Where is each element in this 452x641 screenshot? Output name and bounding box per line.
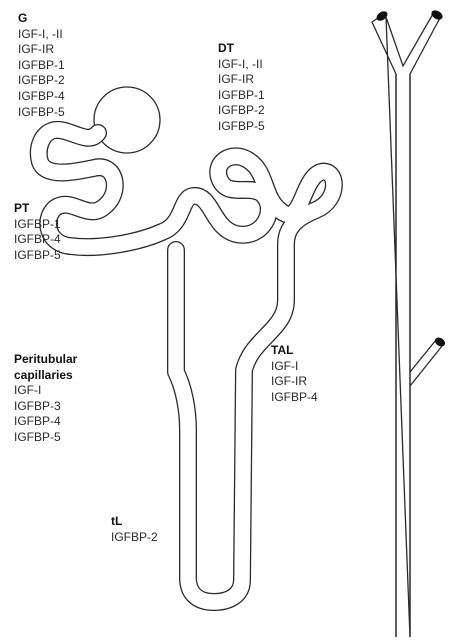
- segment-item: IGF-IR: [271, 374, 318, 390]
- segment-item: IGFBP-1: [14, 217, 61, 233]
- segment-item: IGFBP-4: [14, 414, 77, 430]
- segment-heading: PT: [14, 201, 61, 217]
- label-group-peritubular-capillaries: Peritubular capillaries IGF-I IGFBP-3 IG…: [14, 352, 77, 446]
- segment-item: IGFBP-5: [18, 105, 65, 121]
- label-group-pt: PT IGFBP-1 IGFBP-4 IGFBP-5: [14, 201, 61, 263]
- label-group-tl: tL IGFBP-2: [111, 514, 158, 545]
- segment-item: IGFBP-2: [111, 530, 158, 546]
- label-group-dt: DT IGF-I, -II IGF-IR IGFBP-1 IGFBP-2 IGF…: [218, 41, 265, 135]
- segment-item: IGFBP-4: [14, 232, 61, 248]
- label-group-tal: TAL IGF-I IGF-IR IGFBP-4: [271, 343, 318, 405]
- segment-heading: tL: [111, 514, 158, 530]
- segment-item: IGF-IR: [18, 42, 65, 58]
- label-group-g: G IGF-I, -II IGF-IR IGFBP-1 IGFBP-2 IGFB…: [18, 11, 65, 120]
- segment-item: IGFBP-5: [218, 119, 265, 135]
- segment-item: IGFBP-4: [271, 390, 318, 406]
- segment-item: IGF-I, -II: [218, 57, 265, 73]
- segment-item: IGF-I: [271, 359, 318, 375]
- segment-item: IGFBP-2: [218, 103, 265, 119]
- segment-heading: capillaries: [14, 368, 77, 384]
- segment-heading: DT: [218, 41, 265, 57]
- duct-cap: [433, 336, 447, 349]
- segment-item: IGF-I: [14, 383, 77, 399]
- segment-heading: G: [18, 11, 65, 27]
- collecting-duct: [372, 9, 447, 637]
- segment-item: IGFBP-2: [18, 73, 65, 89]
- segment-heading: Peritubular: [14, 352, 77, 368]
- segment-item: IGF-IR: [218, 72, 265, 88]
- segment-item: IGFBP-1: [218, 88, 265, 104]
- segment-heading: TAL: [271, 343, 318, 359]
- segment-item: IGFBP-5: [14, 248, 61, 264]
- segment-item: IGFBP-3: [14, 399, 77, 415]
- segment-item: IGFBP-1: [18, 58, 65, 74]
- glomerulus: [94, 87, 160, 153]
- segment-item: IGFBP-5: [14, 430, 77, 446]
- segment-item: IGFBP-4: [18, 89, 65, 105]
- segment-item: IGF-I, -II: [18, 27, 65, 43]
